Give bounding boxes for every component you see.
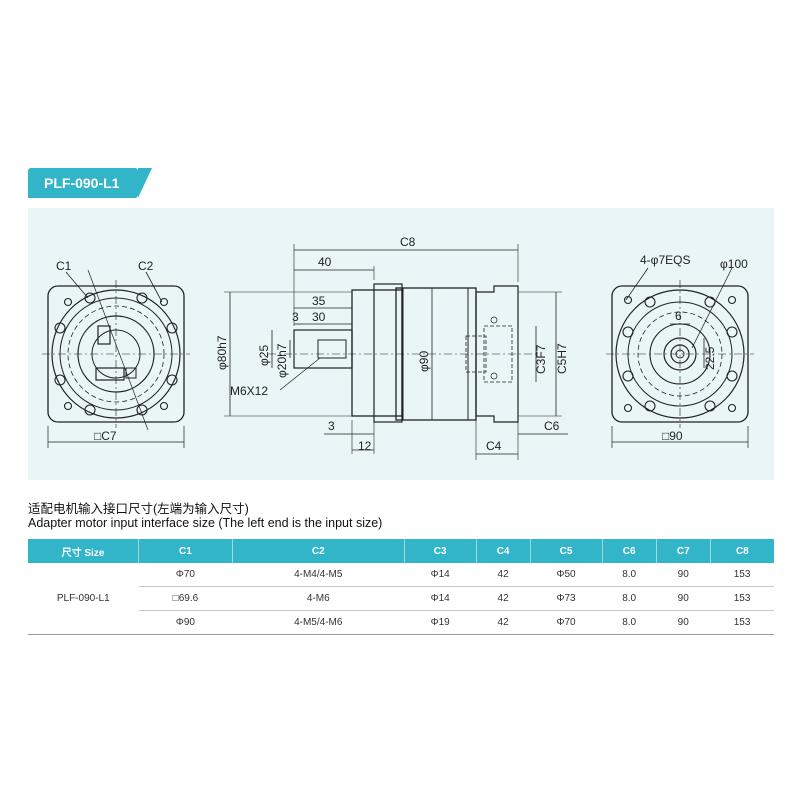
label-c5h7: C5H7 — [555, 343, 569, 374]
label-m6x12: M6X12 — [230, 384, 268, 398]
label-sq90: □90 — [662, 429, 683, 443]
table-cell: 153 — [710, 563, 774, 587]
table-row: □69.6 4-M6 Φ14 42 Φ73 8.0 90 153 — [28, 586, 774, 611]
size-cell: PLF-090-L1 — [28, 563, 139, 635]
side-view — [224, 244, 568, 460]
label-phi80h7: φ80h7 — [215, 335, 229, 370]
table-cell: 90 — [656, 610, 711, 635]
header-c3: C3 — [404, 539, 477, 563]
label-phi20h7: φ20h7 — [275, 343, 289, 378]
table-cell: Φ50 — [530, 563, 603, 587]
header-c7: C7 — [656, 539, 711, 563]
label-6: 6 — [675, 309, 682, 323]
label-c8: C8 — [400, 235, 416, 249]
label-30: 30 — [312, 310, 326, 324]
table-cell: 42 — [476, 586, 531, 611]
header-c6: C6 — [602, 539, 657, 563]
label-c7: □C7 — [94, 429, 117, 443]
input-flange-view — [42, 269, 190, 448]
table-row: PLF-090-L1 Φ70 4-M4/4-M5 Φ14 42 Φ50 8.0 … — [28, 563, 774, 635]
header-size: 尺寸 Size — [28, 539, 139, 563]
header-c4: C4 — [476, 539, 531, 563]
table-cell: 90 — [656, 563, 711, 587]
table-cell: 153 — [710, 610, 774, 635]
model-tag: PLF-090-L1 — [28, 168, 152, 198]
table-cell: 4-M6 — [232, 586, 405, 611]
table-cell: Φ70 — [138, 563, 233, 587]
table-cell: 8.0 — [602, 610, 657, 635]
label-35: 35 — [312, 294, 326, 308]
drawing-panel: C1 C2 □C7 — [28, 208, 774, 480]
header-c8: C8 — [710, 539, 774, 563]
table-cell: Φ70 — [530, 610, 603, 635]
label-3-top: 3 — [292, 310, 299, 324]
label-c2: C2 — [138, 259, 154, 273]
technical-drawing: C1 C2 □C7 — [42, 235, 754, 460]
label-12: 12 — [358, 439, 372, 453]
table-cell: 4-M5/4-M6 — [232, 610, 405, 635]
label-c4: C4 — [486, 439, 502, 453]
table-row: Φ90 4-M5/4-M6 Φ19 42 Φ70 8.0 90 153 — [28, 610, 774, 635]
label-c3f7: C3F7 — [534, 344, 548, 374]
label-c1: C1 — [56, 259, 72, 273]
table-cell: Φ14 — [404, 563, 477, 587]
table-cell: 42 — [476, 610, 531, 635]
table-cell: Φ73 — [530, 586, 603, 611]
header-c5: C5 — [530, 539, 603, 563]
label-phi25: φ25 — [257, 345, 271, 366]
label-holes: 4-φ7EQS — [640, 253, 690, 267]
spec-table: 尺寸 Size C1 C2 C3 C4 C5 C6 C7 C8 PLF-090-… — [28, 539, 774, 635]
header-c2: C2 — [232, 539, 405, 563]
header-c1: C1 — [138, 539, 233, 563]
label-22-5: 22.5 — [703, 346, 717, 370]
table-cell: 90 — [656, 586, 711, 611]
table-cell: Φ90 — [138, 610, 233, 635]
table-cell: 8.0 — [602, 563, 657, 587]
label-phi90: φ90 — [417, 351, 431, 372]
label-phi100: φ100 — [720, 257, 748, 271]
table-cell: Φ14 — [404, 586, 477, 611]
table-cell: 4-M4/4-M5 — [232, 563, 405, 587]
output-flange-view — [606, 267, 754, 448]
label-3-bottom: 3 — [328, 419, 335, 433]
caption-english: Adapter motor input interface size (The … — [28, 516, 383, 530]
table-cell: Φ19 — [404, 610, 477, 635]
table-header-row: 尺寸 Size C1 C2 C3 C4 C5 C6 C7 C8 — [28, 539, 774, 563]
table-cell: 42 — [476, 563, 531, 587]
caption-chinese: 适配电机输入接口尺寸(左端为输入尺寸) — [28, 502, 249, 516]
table-cell: □69.6 — [138, 586, 233, 611]
table-cell: 8.0 — [602, 586, 657, 611]
table-cell: 153 — [710, 586, 774, 611]
label-40: 40 — [318, 255, 332, 269]
label-c6: C6 — [544, 419, 560, 433]
